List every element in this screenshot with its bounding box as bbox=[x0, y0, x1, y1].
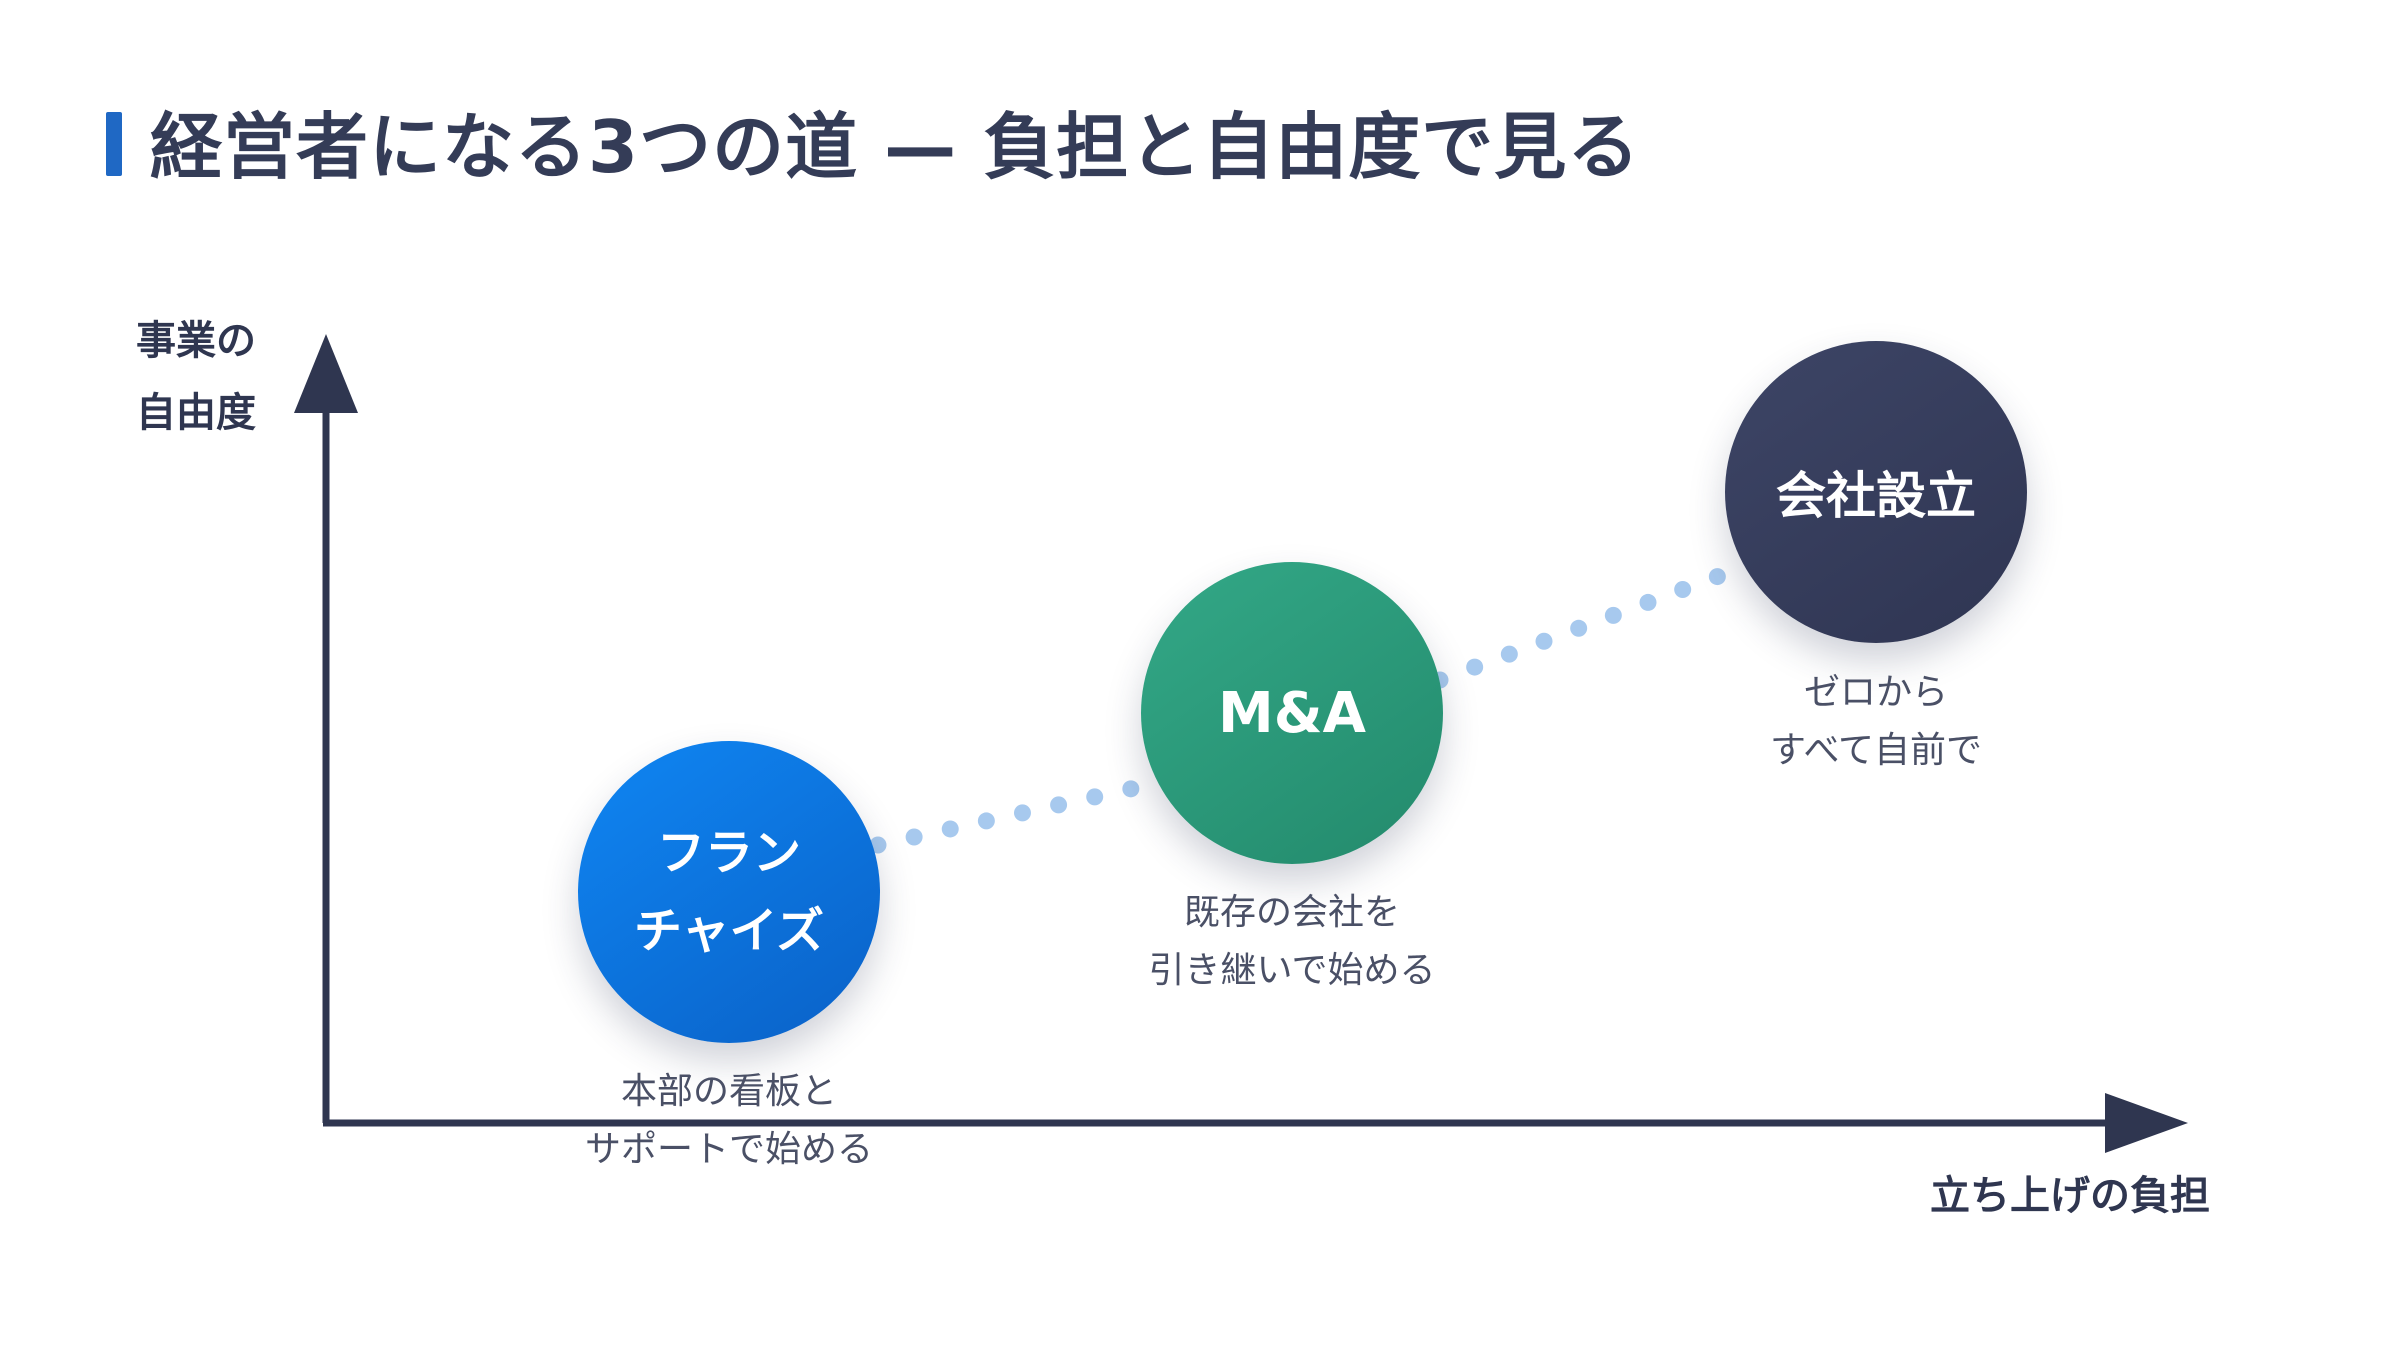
x-axis-arrow bbox=[2105, 1093, 2188, 1153]
ma-desc-line-1: 既存の会社を bbox=[1183, 892, 1401, 933]
franchise-name-line-1: フラン bbox=[656, 825, 801, 881]
connector-ma-startup bbox=[1431, 561, 1744, 689]
ma-description: 既存の会社を 引き継いで始める bbox=[1149, 884, 1436, 1000]
connector-franchise-ma bbox=[869, 776, 1157, 854]
ma-desc-line-2: 引き継いで始める bbox=[1148, 950, 1436, 991]
x-axis-label: 立ち上げの負担 bbox=[1930, 1173, 2210, 1219]
title-accent-bar bbox=[106, 112, 122, 176]
franchise-desc-line-1: 本部の看板と bbox=[620, 1071, 838, 1112]
ma-name: M&A bbox=[1218, 680, 1366, 746]
franchise-description: 本部の看板と サポートで始める bbox=[585, 1063, 873, 1179]
y-axis-arrow bbox=[294, 334, 358, 413]
franchise-circle: フラン チャイズ bbox=[578, 741, 880, 1043]
startup-name: 会社設立 bbox=[1776, 467, 1976, 525]
y-axis-label-line-2: 自由度 bbox=[136, 390, 256, 436]
ma-circle: M&A bbox=[1141, 562, 1443, 864]
startup-description: ゼロから すべて自前で bbox=[1770, 664, 1982, 780]
startup-circle: 会社設立 bbox=[1725, 341, 2027, 643]
franchise-desc-line-2: サポートで始める bbox=[584, 1129, 874, 1170]
y-axis-label: 事業の 自由度 bbox=[136, 305, 256, 449]
startup-desc-line-1: ゼロから bbox=[1803, 672, 1949, 713]
franchise-name-line-2: チャイズ bbox=[633, 903, 825, 959]
y-axis-label-line-1: 事業の bbox=[136, 318, 256, 364]
page-title: 経営者になる3つの道 — 負担と自由度で見る bbox=[150, 105, 1641, 189]
startup-desc-line-2: すべて自前で bbox=[1769, 730, 1983, 771]
